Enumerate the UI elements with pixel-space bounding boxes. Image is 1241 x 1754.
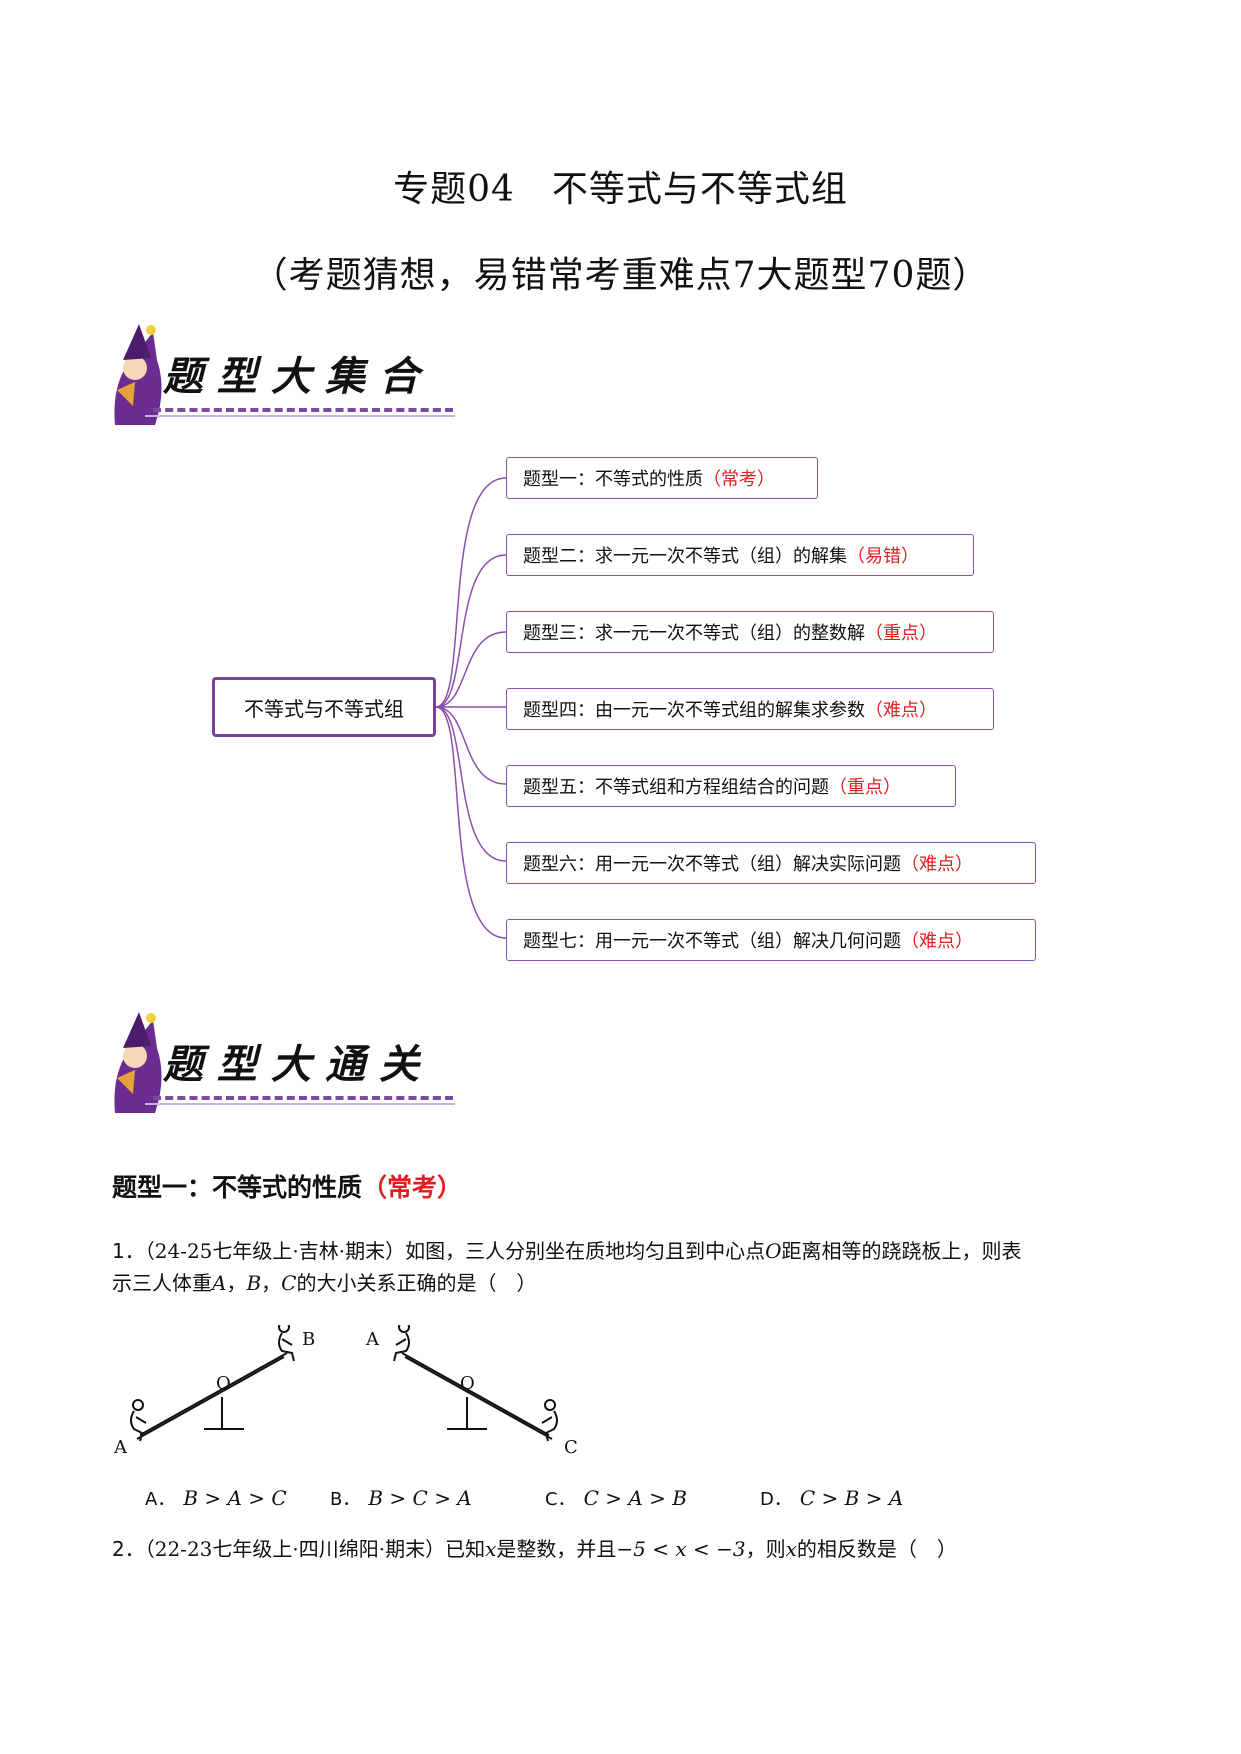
figure-label: B (302, 1329, 315, 1350)
option-expr: B > C > A (368, 1486, 472, 1510)
figure-label: O (216, 1373, 231, 1394)
person-icon (393, 1325, 410, 1362)
banner-pass-text: 题型大通关 (163, 1041, 433, 1088)
document-subtitle: （考题猜想，易错常考重难点7大题型70题） (251, 255, 990, 296)
question-source: （24-25七年级上·吉林·期末） (144, 1239, 406, 1263)
mindmap-node-4: 题型四：由一元一次不等式组的解集求参数（难点） (506, 688, 994, 730)
option-c[interactable]: C． C > A > B (545, 1485, 687, 1511)
node-label: 题型七：用一元一次不等式（组）解决几何问题 (523, 931, 901, 952)
option-d[interactable]: D． C > B > A (760, 1485, 903, 1511)
mindmap-node-2: 题型二：求一元一次不等式（组）的解集（易错） (506, 534, 974, 576)
option-label: B． (330, 1489, 361, 1510)
math-var: x (785, 1537, 797, 1561)
banner-collection: 题型大集合 (105, 320, 465, 430)
node-label: 题型一：不等式的性质 (523, 469, 703, 490)
document-title: 专题04 不等式与不等式组 (393, 169, 848, 210)
connector-2 (435, 554, 507, 708)
option-label: C． (545, 1489, 576, 1510)
node-tag: （重点） (865, 623, 937, 644)
punct: ， (261, 1271, 282, 1295)
question-text: 是整数，并且 (496, 1537, 617, 1561)
figure-label: A (113, 1437, 128, 1458)
connector-6 (435, 706, 507, 862)
question-source: （22-23七年级上·四川绵阳·期末） (144, 1537, 446, 1561)
node-tag: （易错） (847, 546, 919, 567)
math-var: C (281, 1271, 297, 1295)
question-text: 的大小关系正确的是（ ） (296, 1271, 537, 1295)
connector-7 (435, 706, 507, 939)
question-text: 已知 (445, 1537, 486, 1561)
math-inequality: −5 < x < −3 (616, 1537, 746, 1561)
section-heading: 题型一：不等式的性质（常考） (112, 1168, 462, 1204)
node-label: 题型四：由一元一次不等式组的解集求参数 (523, 700, 865, 721)
banner-collection-text: 题型大集合 (163, 353, 433, 400)
connector-3 (435, 631, 507, 708)
seesaw-plank-left-edge (136, 1356, 285, 1440)
math-var: B (246, 1271, 262, 1295)
mindmap-node-5: 题型五：不等式组和方程组结合的问题（重点） (506, 765, 956, 807)
mindmap-node-7: 题型七：用一元一次不等式（组）解决几何问题（难点） (506, 919, 1036, 961)
figure-label: A (365, 1329, 380, 1350)
person-icon (130, 1399, 147, 1442)
question-2: 2．（22-23七年级上·四川绵阳·期末）已知x是整数，并且−5 < x < −… (112, 1533, 1132, 1565)
option-expr: C > B > A (799, 1486, 904, 1510)
connector-5 (435, 706, 507, 785)
node-label: 题型五：不等式组和方程组结合的问题 (523, 777, 829, 798)
question-number: 1． (112, 1239, 145, 1263)
node-tag: （难点） (901, 931, 973, 952)
banner-divider (153, 408, 453, 412)
mindmap-root: 不等式与不等式组 (212, 677, 436, 737)
seesaw-plank-right-edge (404, 1356, 553, 1440)
mindmap-node-1: 题型一：不等式的性质（常考） (506, 457, 818, 499)
connector-1 (435, 477, 507, 708)
person-icon (278, 1325, 295, 1362)
wizard-mascot-icon (114, 324, 162, 425)
banner-divider-shadow (145, 1103, 455, 1105)
section-heading-text: 题型一：不等式的性质 (112, 1173, 363, 1202)
question-text: ，则 (745, 1537, 786, 1561)
option-b[interactable]: B． B > C > A (330, 1485, 472, 1511)
option-expr: B > A > C (183, 1486, 287, 1510)
seesaw-plank-left (139, 1352, 288, 1436)
node-tag: （难点） (901, 854, 973, 875)
mindmap-node-6: 题型六：用一元一次不等式（组）解决实际问题（难点） (506, 842, 1036, 884)
option-label: D． (760, 1489, 792, 1510)
question-text: 示三人体重 (112, 1271, 212, 1295)
question-1: 1．（24-25七年级上·吉林·期末）如图，三人分别坐在质地均匀且到中心点O距离… (112, 1235, 1132, 1299)
figure-label: O (460, 1373, 475, 1394)
node-tag: （常考） (703, 469, 775, 490)
math-var: A (212, 1271, 227, 1295)
question-text: 如图，三人分别坐在质地均匀且到中心点 (405, 1239, 766, 1263)
node-tag: （难点） (865, 700, 937, 721)
question-text: 距离相等的跷跷板上，则表 (781, 1239, 1022, 1263)
section-heading-tag: （常考） (362, 1173, 463, 1202)
banner-divider (153, 1096, 453, 1100)
option-label: A． (145, 1489, 176, 1510)
math-var: O (765, 1239, 782, 1263)
punct: ， (226, 1271, 247, 1295)
seesaw-plank-right (401, 1352, 550, 1436)
option-a[interactable]: A． B > A > C (145, 1485, 287, 1511)
mindmap-node-3: 题型三：求一元一次不等式（组）的整数解（重点） (506, 611, 994, 653)
banner-pass: 题型大通关 (105, 1008, 465, 1118)
figure-label: C (564, 1437, 578, 1458)
node-label: 题型二：求一元一次不等式（组）的解集 (523, 546, 847, 567)
wizard-mascot-icon (114, 1012, 162, 1113)
option-expr: C > A > B (583, 1486, 687, 1510)
question-number: 2． (112, 1537, 145, 1561)
node-label: 题型六：用一元一次不等式（组）解决实际问题 (523, 854, 901, 875)
node-tag: （重点） (829, 777, 901, 798)
node-label: 题型三：求一元一次不等式（组）的整数解 (523, 623, 865, 644)
math-var: x (485, 1537, 497, 1561)
seesaw-figure: A O B A O C (113, 1325, 578, 1458)
banner-divider-shadow (145, 415, 455, 417)
person-icon (541, 1399, 558, 1442)
question-text: 的相反数是（ ） (796, 1537, 957, 1561)
